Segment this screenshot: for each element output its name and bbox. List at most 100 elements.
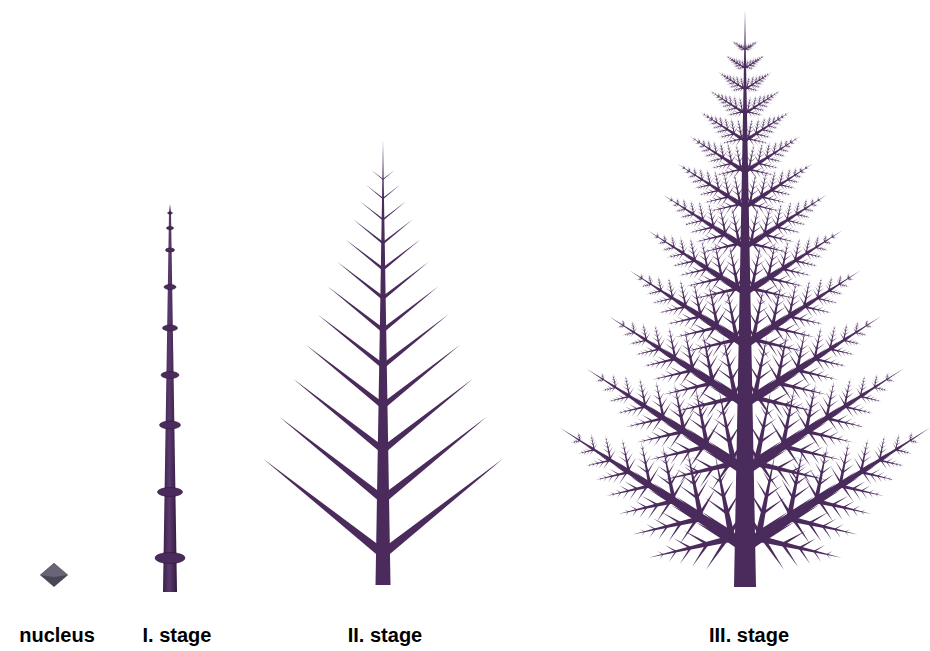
tree-branch <box>744 195 827 250</box>
tree-branch <box>811 453 819 465</box>
tree-branch <box>606 472 613 476</box>
tree-branch <box>857 425 859 428</box>
tree-branch <box>883 475 888 478</box>
tree-branch <box>782 543 798 566</box>
tree-branch <box>818 310 822 316</box>
tree-branch <box>650 293 652 295</box>
tree-branch <box>862 397 868 405</box>
tree-branch <box>726 206 732 215</box>
tree-branch <box>845 329 849 332</box>
tree-branch <box>616 399 619 403</box>
tree-branch <box>656 300 659 302</box>
tree-branch <box>638 337 645 341</box>
nucleus-facet <box>40 563 68 577</box>
tree-branch <box>646 347 653 351</box>
tree-branch <box>793 219 799 223</box>
tree-branch <box>644 284 646 286</box>
tree-branch <box>811 255 815 260</box>
tree-branch <box>817 277 822 298</box>
tree-branch <box>681 263 684 268</box>
tree-branch <box>780 373 799 385</box>
tree-branch <box>680 335 682 338</box>
tree-branch <box>805 209 808 213</box>
tree-branch <box>718 359 730 368</box>
tree-branch <box>815 349 827 358</box>
tree-branch <box>736 179 739 183</box>
tree-branch <box>842 352 846 357</box>
tree-branch <box>686 223 688 224</box>
tree-branch <box>622 322 624 324</box>
tree-branch <box>681 239 683 241</box>
tree-branch <box>832 235 834 237</box>
tree-branch <box>843 501 855 508</box>
tree-branch <box>830 359 837 363</box>
tree-branch <box>643 322 647 340</box>
tree-branch <box>669 393 672 397</box>
tree-branch <box>627 332 631 334</box>
tree-branch <box>735 317 748 337</box>
tree-branch <box>848 277 850 279</box>
tree-branch <box>642 439 646 441</box>
tree-branch <box>596 458 603 462</box>
tree-branch <box>862 383 866 386</box>
tree-branch <box>731 362 742 380</box>
tree-branch <box>653 237 658 239</box>
tree-branch <box>846 393 854 399</box>
tree-branch <box>829 243 830 245</box>
tree-branch <box>638 385 642 388</box>
tree-branch <box>629 387 634 395</box>
tree-branch <box>768 303 776 315</box>
tree-branch <box>383 170 395 179</box>
tree-branch <box>789 203 790 205</box>
tree-branch <box>758 222 765 234</box>
tree-branch <box>838 442 849 487</box>
tree-branch <box>657 551 663 555</box>
tree-branch <box>796 222 799 226</box>
tree-branch <box>896 464 898 467</box>
tree-branch <box>789 241 791 243</box>
tree-branch <box>610 469 620 475</box>
tree-branch <box>806 261 811 264</box>
tree-branch <box>748 362 759 380</box>
tree-branch <box>647 281 651 284</box>
tree-branch <box>812 322 815 327</box>
tree-branch <box>643 286 644 288</box>
tree-branch <box>793 294 800 299</box>
tree-branch <box>679 485 698 499</box>
tree-branch <box>644 326 646 329</box>
tree-branch <box>751 232 764 242</box>
tree-branch <box>650 362 654 365</box>
tree-branch <box>789 497 814 515</box>
tree-branch <box>671 286 675 292</box>
tree-branch <box>713 418 727 428</box>
tree-branch <box>656 380 665 418</box>
tree-branch <box>801 213 805 216</box>
tree-branch <box>806 301 817 307</box>
tree-branch <box>692 232 693 234</box>
tree-branch <box>687 250 693 255</box>
tree-branch <box>826 284 830 290</box>
tree-branch <box>630 329 635 332</box>
tree-branch <box>617 492 621 498</box>
tree-branch <box>815 286 819 292</box>
tree-branch <box>641 275 642 277</box>
tree-branch <box>830 281 833 283</box>
tree-branch <box>897 439 900 442</box>
tree-branch <box>799 450 811 467</box>
tree-branch <box>725 289 736 305</box>
tree-branch <box>868 326 870 328</box>
tree-branch <box>716 174 718 177</box>
tree-branch <box>799 370 810 385</box>
tree-branch <box>784 269 792 280</box>
tree-branch <box>843 328 845 332</box>
tree-branch <box>788 344 795 348</box>
tree-branch <box>704 306 716 315</box>
tree-branch <box>644 285 646 287</box>
tree-branch <box>846 452 852 456</box>
tree-branch <box>790 393 793 397</box>
tree-branch <box>691 222 694 226</box>
tree-branch <box>658 388 661 393</box>
tree-branch <box>789 208 793 211</box>
tree-branch <box>816 359 824 371</box>
needle-disc <box>161 372 179 379</box>
